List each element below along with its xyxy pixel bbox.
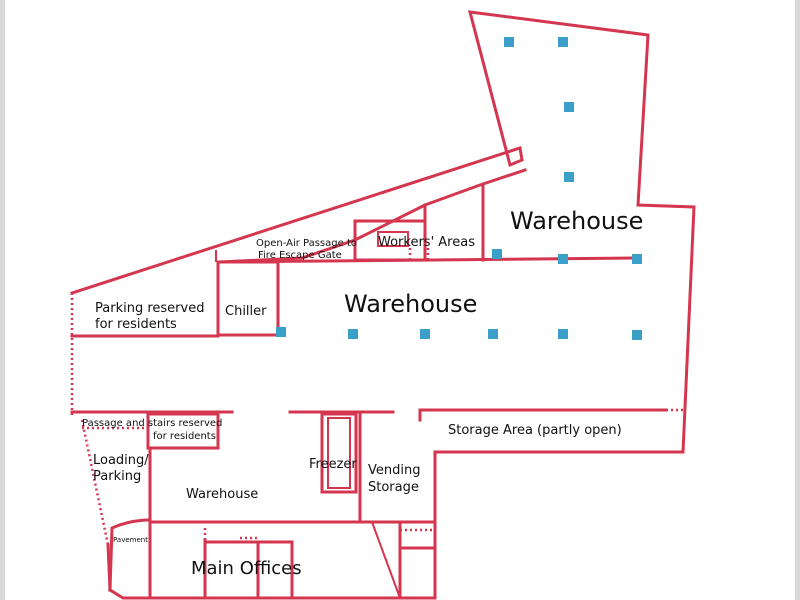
outer-wall-bottom xyxy=(107,587,437,600)
label-vending-1: Vending xyxy=(368,463,420,478)
column-marker xyxy=(276,327,286,337)
freezer-inner xyxy=(327,417,351,489)
label-main-offices: Main Offices xyxy=(191,558,302,579)
column-marker xyxy=(420,329,430,339)
column-marker xyxy=(348,329,358,339)
column-marker xyxy=(632,330,642,340)
label-loading-2: Parking xyxy=(93,469,141,484)
label-pavement: Pavement xyxy=(113,536,148,544)
label-warehouse-main: Warehouse xyxy=(344,290,477,318)
stairs-box xyxy=(146,412,220,450)
label-open-air-passage-1: Open-Air Passage to xyxy=(256,238,357,249)
outer-wall xyxy=(70,10,696,600)
label-parking-residents-1: Parking reserved xyxy=(95,301,204,316)
label-loading-1: Loading/ xyxy=(93,453,149,468)
label-open-air-passage-2: Fire Escape Gate xyxy=(258,250,342,261)
pavement-wall xyxy=(108,518,152,592)
right-frame-border xyxy=(795,0,800,600)
label-workers-areas: Workers' Areas xyxy=(378,235,475,250)
column-marker xyxy=(558,329,568,339)
label-passage-stairs-1: Passage and stairs reserved xyxy=(82,418,222,429)
label-passage-stairs-2: for residents xyxy=(153,431,216,442)
label-storage-area: Storage Area (partly open) xyxy=(448,423,622,438)
column-marker xyxy=(488,329,498,339)
label-parking-residents-2: for residents xyxy=(95,317,177,332)
label-vending-2: Storage xyxy=(368,480,419,495)
column-marker xyxy=(492,249,502,259)
column-marker xyxy=(504,37,514,47)
office-diagonal xyxy=(371,521,401,599)
label-freezer: Freezer xyxy=(309,457,357,472)
label-warehouse-lower: Warehouse xyxy=(186,487,258,502)
workers-room-inner xyxy=(377,231,409,247)
chiller-room xyxy=(216,260,280,337)
column-marker xyxy=(558,37,568,47)
column-marker xyxy=(564,172,574,182)
column-marker xyxy=(558,254,568,264)
column-marker xyxy=(564,102,574,112)
columns xyxy=(276,37,642,340)
freezer-room xyxy=(320,412,358,494)
label-chiller: Chiller xyxy=(225,304,267,319)
loading-dotted-edge xyxy=(80,419,110,546)
column-marker xyxy=(632,254,642,264)
label-warehouse-upper: Warehouse xyxy=(510,207,643,235)
left-frame-border xyxy=(0,0,5,600)
